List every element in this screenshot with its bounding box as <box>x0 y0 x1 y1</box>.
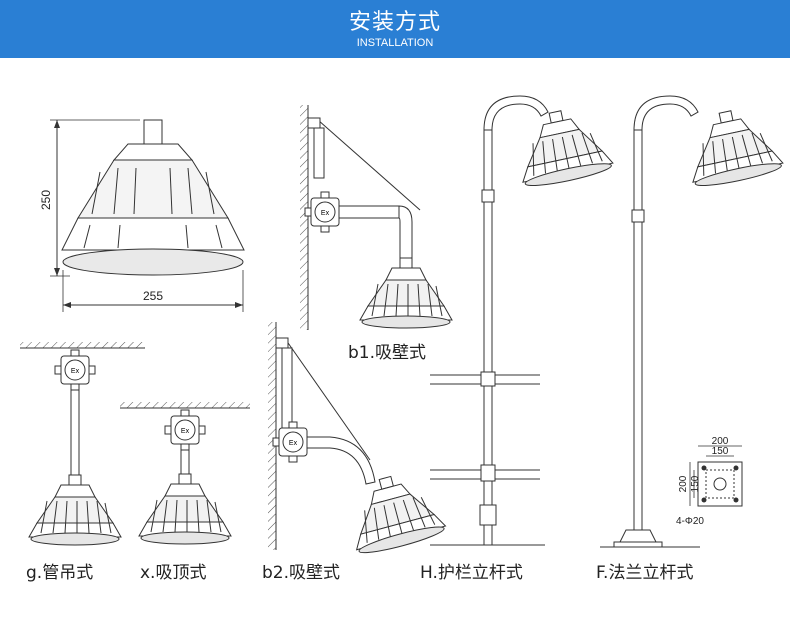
flange-inner-width: 150 <box>712 446 729 457</box>
install-h-guardrail <box>430 95 616 546</box>
install-x-ceiling <box>120 402 250 545</box>
flange-outer-height: 200 <box>678 475 689 492</box>
install-f-flange <box>600 95 786 548</box>
caption-b1: b1.吸壁式 <box>348 343 427 363</box>
page-subtitle: INSTALLATION <box>356 37 434 49</box>
caption-h: H.护栏立杆式 <box>420 563 523 583</box>
width-dimension: 255 <box>143 289 163 303</box>
lamp-dimension-view: 250 255 <box>39 119 245 312</box>
box-label-b2: Ex <box>289 440 298 447</box>
install-b2-wall <box>268 322 449 559</box>
flange-inner-height: 150 <box>690 475 701 492</box>
caption-f: F.法兰立杆式 <box>596 563 694 583</box>
flange-outer-width: 200 <box>712 436 729 447</box>
box-label-b1: Ex <box>321 210 330 217</box>
box-label-g: Ex <box>71 368 80 375</box>
box-label-x: Ex <box>181 428 190 435</box>
page-title: 安装方式 <box>348 10 441 35</box>
header-banner: 安装方式 INSTALLATION <box>0 0 790 58</box>
installation-diagram: 250 255 <box>20 95 786 559</box>
caption-x: x.吸顶式 <box>140 563 207 583</box>
install-b1-wall <box>300 105 453 330</box>
install-g-pendant <box>20 342 145 546</box>
caption-g: g.管吊式 <box>26 563 94 583</box>
flange-plate-detail: 200 150 200 150 4-Φ20 <box>676 436 743 527</box>
caption-b2: b2.吸壁式 <box>262 563 341 583</box>
height-dimension: 250 <box>39 190 53 210</box>
flange-hole-spec: 4-Φ20 <box>676 516 704 527</box>
diagram-canvas: 250 255 <box>0 58 790 632</box>
